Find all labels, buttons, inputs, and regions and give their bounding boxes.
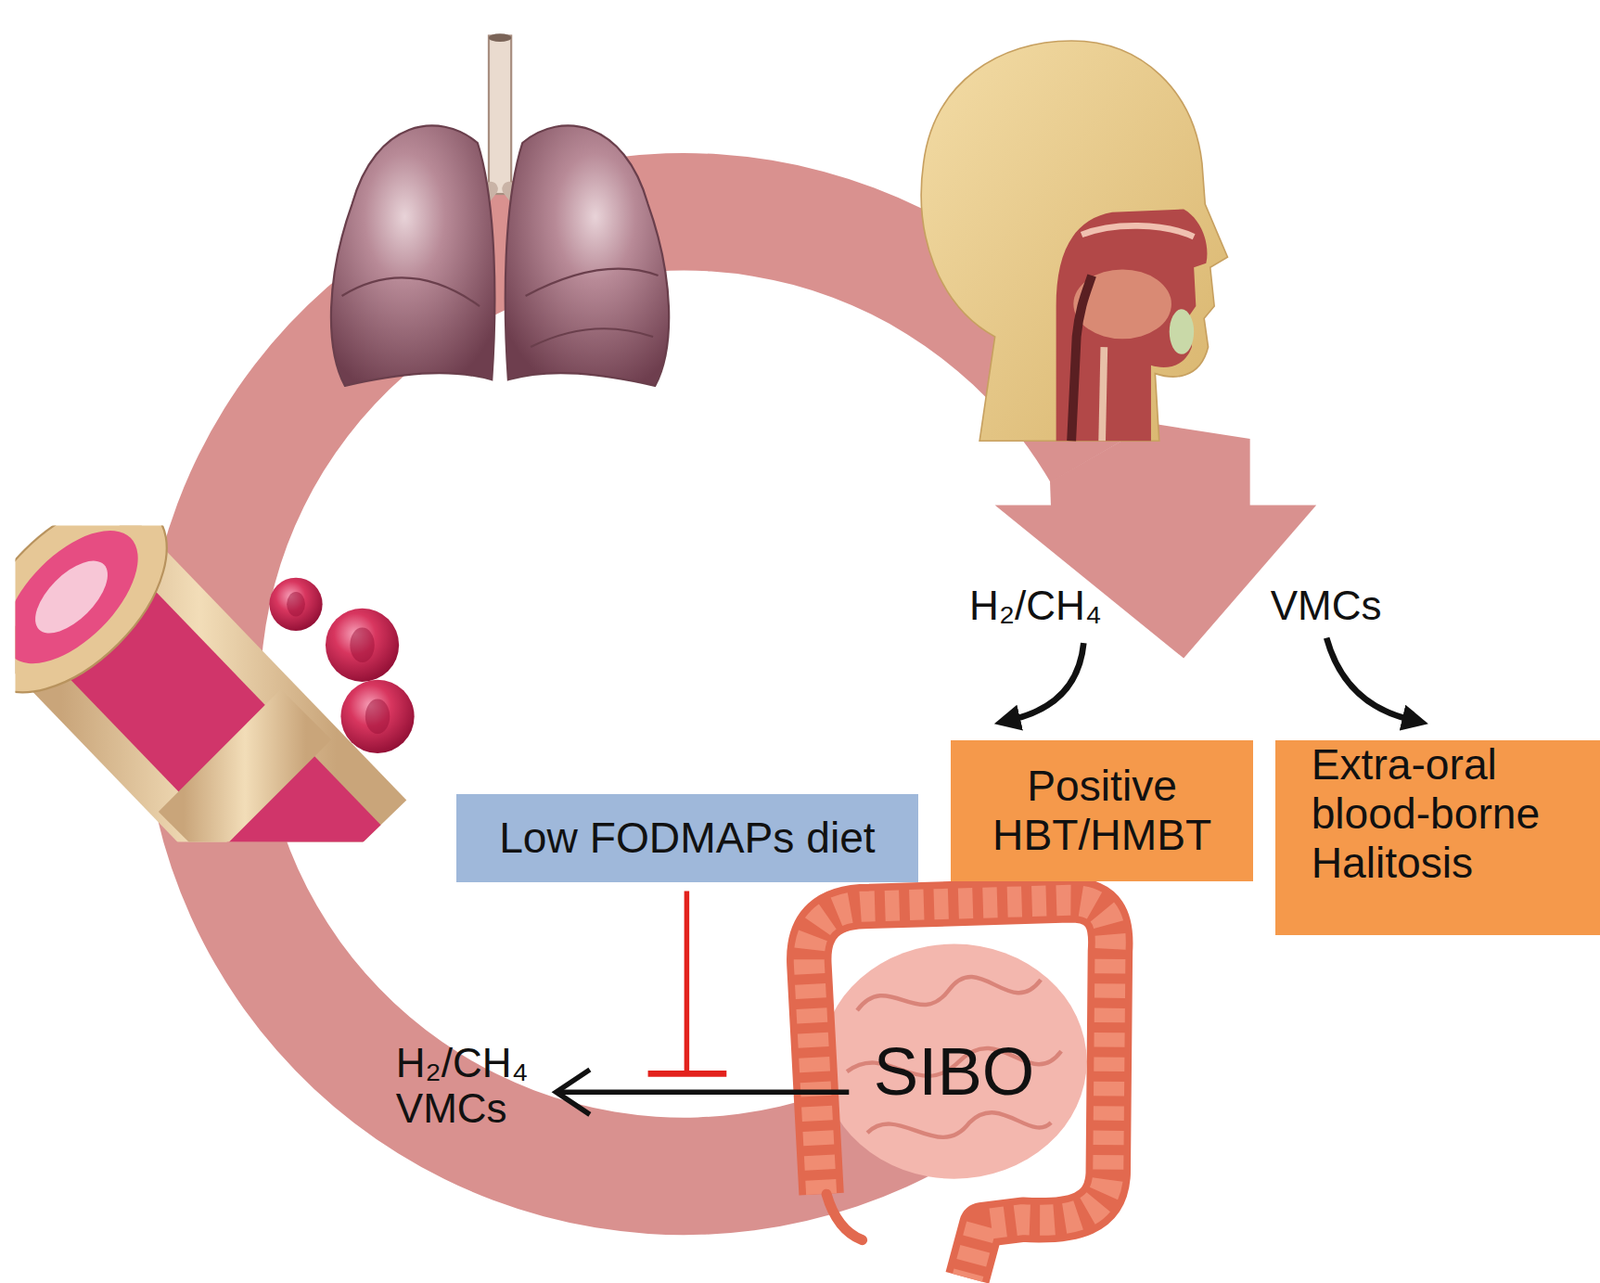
production-arrow-head [556,1069,590,1114]
nasal-passage [1081,225,1194,237]
cycle-arrow-head [995,505,1318,659]
node-text: SIBO [873,1032,1035,1111]
red-blood-cells [268,577,414,754]
vmc-arrow [1326,638,1410,720]
blood-cell-dimple [349,627,374,663]
head-cross-section [1056,209,1208,442]
lips [1169,308,1194,354]
intestine-illustration [808,899,1111,1278]
gas-arrow [1011,642,1084,720]
vessel-cut-end [15,525,203,728]
node-text: Positive HBT/HMBT [985,761,1219,860]
small-intestine-folds [846,976,1062,1138]
head-illustration [921,40,1228,441]
diet-box: Low FODMAPs diet [456,793,919,883]
node-text: Low FODMAPs diet [499,813,876,863]
test-result-box: Positive HBT/HMBT [950,740,1254,883]
airway [1071,275,1092,441]
gas-label: H₂/CH₄ [969,583,1174,628]
left-lung [331,125,495,385]
small-intestine [821,944,1088,1179]
large-intestine [808,899,1111,1278]
blood-cell-dimple [365,699,390,734]
blood-vessel-illustration [15,525,338,843]
appendix [826,1193,863,1241]
trachea-opening [488,33,512,42]
haustra [808,899,1111,1278]
blood-cell [268,577,322,631]
vessel-branch [183,714,307,837]
product-label: H₂/CH₄ VMCs [396,1040,576,1131]
vmc-label: VMCs [1270,583,1434,628]
blood-cell [325,608,399,682]
inhibition-bar [648,1070,728,1077]
right-lung [505,125,669,385]
head-silhouette [921,40,1228,441]
production-arrow [559,1088,849,1095]
sibo-node: SIBO [862,1030,1047,1113]
esophagus [1101,346,1104,441]
lung-lobe-lines [342,268,659,347]
vessel-highlight [23,548,120,645]
outcome-box: Extra-oral blood-borne Halitosis [1275,740,1600,935]
trachea [488,36,512,195]
inhibition-line [684,890,691,1074]
vessel-cut-lumen [15,525,162,687]
lungs-illustration [331,33,669,386]
blood-cell [340,679,414,754]
node-text: Extra-oral blood-borne Halitosis [1311,740,1560,888]
blood-cell-dimple [286,591,306,616]
